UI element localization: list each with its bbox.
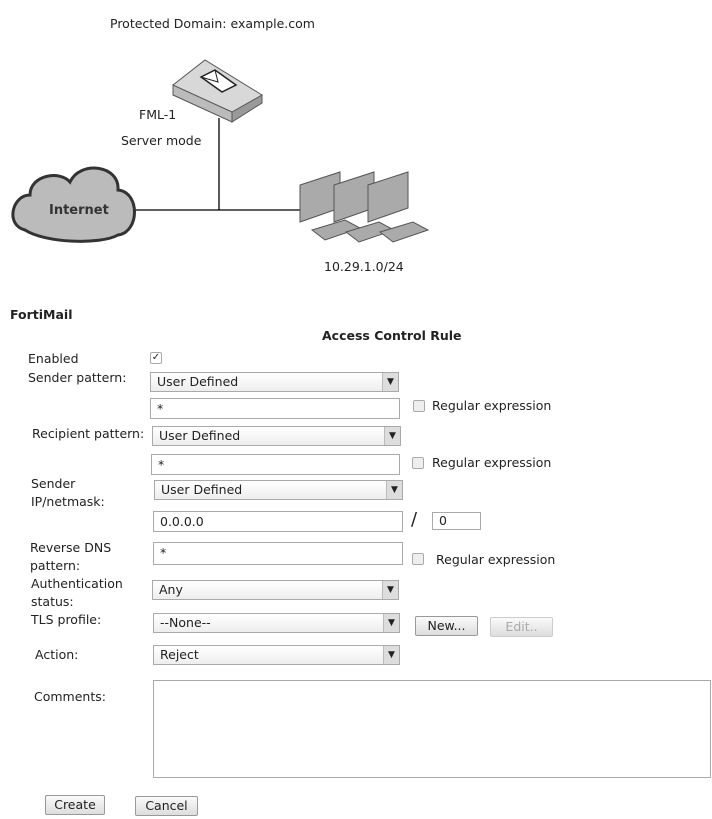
recipient-regex-label: Regular expression — [432, 455, 552, 470]
sender-pattern-label: Sender pattern: — [28, 370, 127, 385]
form-title: Access Control Rule — [322, 328, 462, 343]
recipient-pattern-select[interactable]: User Defined ▼ — [152, 426, 401, 446]
create-button[interactable]: Create — [45, 795, 105, 815]
sender-pattern-input[interactable]: * — [150, 398, 400, 419]
comments-textarea[interactable] — [153, 680, 711, 778]
tls-profile-label: TLS profile: — [31, 612, 102, 627]
internet-label: Internet — [49, 203, 109, 218]
chevron-down-icon: ▼ — [386, 481, 402, 499]
device-mode-label: Server mode — [121, 133, 202, 148]
auth-status-select[interactable]: Any ▼ — [152, 580, 399, 600]
subnet-label: 10.29.1.0/24 — [324, 259, 404, 274]
network-diagram — [11, 59, 430, 243]
tls-profile-select[interactable]: --None-- ▼ — [153, 613, 400, 633]
enabled-label: Enabled — [28, 351, 79, 366]
computers-icon — [299, 171, 430, 243]
action-select[interactable]: Reject ▼ — [153, 645, 400, 665]
netmask-input[interactable]: 0 — [432, 512, 481, 530]
sender-regex-checkbox[interactable] — [413, 400, 425, 412]
enabled-checkbox[interactable]: ✓ — [150, 352, 162, 364]
comments-label: Comments: — [34, 689, 106, 704]
sender-pattern-value: User Defined — [157, 374, 239, 389]
recipient-pattern-label: Recipient pattern: — [32, 426, 145, 441]
edit-tls-button[interactable]: Edit.. — [490, 617, 553, 637]
sender-pattern-select[interactable]: User Defined ▼ — [150, 372, 399, 392]
reverse-dns-label-line1: Reverse DNS — [30, 540, 112, 555]
netmask-separator: / — [411, 509, 418, 530]
app-title: FortiMail — [10, 307, 73, 322]
chevron-down-icon: ▼ — [382, 581, 398, 599]
reverse-dns-regex-checkbox[interactable] — [412, 553, 424, 565]
sender-ip-label-line1: Sender — [31, 476, 76, 491]
protected-domain-label: Protected Domain: example.com — [110, 16, 315, 31]
fortimail-device-icon — [172, 59, 263, 123]
reverse-dns-regex-label: Regular expression — [436, 552, 556, 567]
action-label: Action: — [35, 647, 79, 662]
auth-status-value: Any — [159, 582, 183, 597]
cloud-icon — [11, 166, 136, 243]
recipient-pattern-value: User Defined — [159, 428, 241, 443]
device-name-label: FML-1 — [139, 107, 177, 122]
sender-regex-label: Regular expression — [432, 398, 552, 413]
new-tls-button[interactable]: New... — [415, 616, 478, 636]
action-value: Reject — [160, 647, 199, 662]
sender-ip-type-value: User Defined — [161, 482, 243, 497]
tls-profile-value: --None-- — [160, 615, 211, 630]
chevron-down-icon: ▼ — [383, 646, 399, 664]
recipient-pattern-input[interactable]: * — [151, 454, 400, 475]
reverse-dns-input[interactable]: * — [153, 542, 403, 565]
chevron-down-icon: ▼ — [382, 373, 398, 391]
reverse-dns-label-line2: pattern: — [30, 558, 81, 573]
auth-status-label-line2: status: — [31, 594, 74, 609]
auth-status-label-line1: Authentication — [31, 576, 123, 591]
sender-ip-select[interactable]: User Defined ▼ — [154, 480, 403, 500]
chevron-down-icon: ▼ — [384, 427, 400, 445]
cancel-button[interactable]: Cancel — [135, 796, 198, 816]
sender-ip-input[interactable]: 0.0.0.0 — [153, 511, 403, 532]
chevron-down-icon: ▼ — [383, 614, 399, 632]
recipient-regex-checkbox[interactable] — [412, 457, 424, 469]
sender-ip-label-line2: IP/netmask: — [31, 494, 105, 509]
